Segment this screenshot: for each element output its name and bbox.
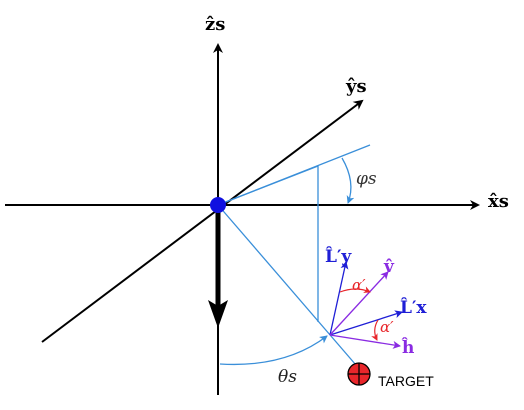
Ly-vector bbox=[329, 261, 349, 336]
v-label: v̂ bbox=[383, 257, 395, 277]
origin-dot bbox=[210, 197, 226, 213]
alpha-label-top: α′ bbox=[352, 276, 366, 294]
Ly-label: L̂′y bbox=[325, 247, 352, 267]
x-axis-label: x̂s bbox=[488, 191, 509, 212]
Lx-label: L̂′x bbox=[400, 298, 427, 318]
y-axis-label: ŷs bbox=[345, 76, 367, 97]
y-axis-line bbox=[41, 99, 364, 343]
alpha-label-right: α′ bbox=[380, 318, 394, 336]
target-icon bbox=[347, 362, 371, 386]
projection-ray-ground bbox=[217, 165, 319, 206]
h-vector bbox=[329, 334, 401, 349]
target-label: TARGET bbox=[378, 373, 434, 389]
phi-label: φs bbox=[356, 169, 377, 189]
z-axis-label: ẑs bbox=[205, 14, 225, 35]
theta-arc bbox=[219, 335, 328, 366]
alpha-arc-top bbox=[339, 286, 371, 293]
Lx-vector bbox=[329, 310, 403, 336]
line-of-sight bbox=[217, 204, 363, 373]
phi-arc bbox=[341, 157, 355, 204]
h-label: ĥ bbox=[401, 337, 414, 358]
downward-thick-arrowhead bbox=[208, 300, 228, 328]
v-vector bbox=[329, 271, 389, 336]
alpha-arc-right bbox=[371, 319, 379, 341]
theta-label: θs bbox=[278, 367, 297, 387]
